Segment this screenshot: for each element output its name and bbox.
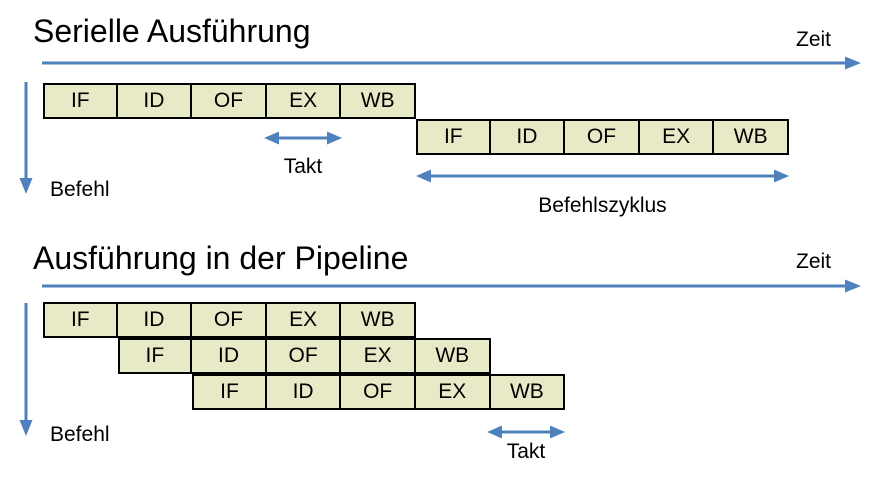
stage-cell: WB [415,338,491,374]
instruction-cycle-label: Befehlszyklus [538,194,667,217]
stage-cell: EX [266,83,342,119]
stage-cell: ID [490,119,566,155]
stage-cell: OF [192,83,267,119]
cycle-span-arrow-icon [416,169,789,183]
time-arrow-icon [42,56,861,70]
stage-cell: IF [43,83,118,119]
section-title-serial: Serielle Ausführung [33,13,311,49]
stage-cell: ID [117,83,193,119]
pipeline-row: IF ID OF EX WB [117,338,491,374]
stage-cell: WB [490,374,566,410]
stage-cell: IF [192,374,267,410]
stage-cell: OF [192,302,267,338]
stage-cell: IF [416,119,491,155]
instruction-axis-label-pipeline: Befehl [50,423,110,446]
clock-span-arrow-icon [264,131,342,145]
stage-cell: EX [415,374,491,410]
section-title-pipeline: Ausführung in der Pipeline [33,240,409,276]
stage-cell: ID [192,338,267,374]
time-axis-label-serial: Zeit [796,28,832,51]
time-arrow-icon [42,279,861,293]
stage-cell: OF [341,374,416,410]
stage-cell: ID [117,302,193,338]
time-axis-label-pipeline: Zeit [796,250,832,273]
stage-cell: EX [266,302,342,338]
instruction-arrow-icon [19,82,33,194]
stage-cell: WB [341,302,416,338]
pipeline-row: IF ID OF EX WB [43,83,416,119]
clock-span-arrow-icon [487,425,565,439]
instruction-axis-label-serial: Befehl [50,178,110,201]
clock-label-pipeline: Takt [506,440,546,463]
stage-cell: OF [565,119,640,155]
stage-cell: WB [714,119,789,155]
instruction-arrow-icon [19,303,33,436]
pipeline-row: IF ID OF EX WB [43,302,416,338]
stage-cell: EX [341,338,416,374]
pipeline-row: IF ID OF EX WB [416,119,789,155]
stage-cell: EX [639,119,715,155]
stage-cell: ID [266,374,342,410]
stage-cell: IF [117,338,193,374]
clock-label-serial: Takt [283,155,323,178]
stage-cell: WB [341,83,416,119]
stage-cell: IF [43,302,118,338]
stage-cell: OF [266,338,342,374]
pipeline-row: IF ID OF EX WB [192,374,566,410]
